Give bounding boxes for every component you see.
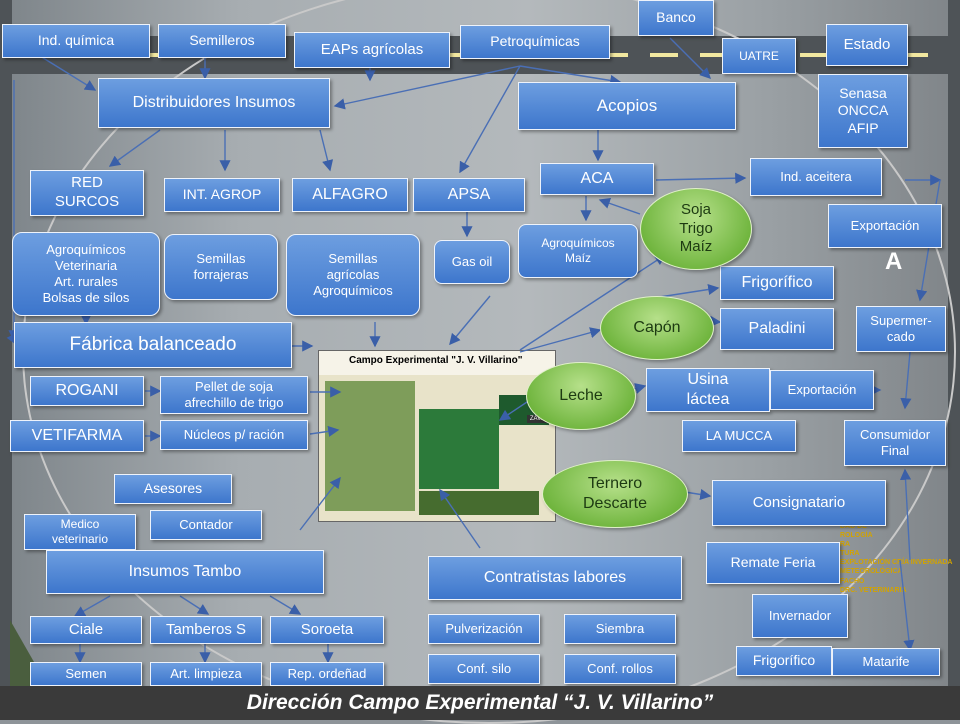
node-remate-feria: Remate Feria (706, 542, 840, 584)
arrow (459, 65, 521, 174)
node-frigorifico-1: Frigorífico (720, 266, 834, 300)
node-exportacion-1: Exportación (828, 204, 942, 248)
node-banco: Banco (638, 0, 714, 36)
arrow (519, 65, 622, 86)
oval-ternero-descarte: Ternero Descarte (542, 460, 688, 528)
node-art-limpieza: Art. limpieza (150, 662, 262, 686)
node-asesores: Asesores (114, 474, 232, 504)
node-agroquimicos-veterinaria: Agroquímicos Veterinaria Art. rurales Bo… (12, 232, 160, 316)
node-contratistas-labores: Contratistas labores (428, 556, 682, 600)
map-field-2 (419, 409, 499, 489)
side-letter: A (885, 248, 903, 275)
node-soroeta: Soroeta (270, 616, 384, 644)
node-int-agrop: INT. AGROP (164, 178, 280, 212)
arrow (598, 197, 641, 215)
node-semilleros: Semilleros (158, 24, 286, 58)
node-vetifarma: VETIFARMA (10, 420, 144, 452)
arrow (519, 254, 667, 351)
arrow (439, 488, 481, 549)
node-exportacion-2: Exportación (770, 370, 874, 410)
node-estado: Estado (826, 24, 908, 66)
node-uatre: UATRE (722, 38, 796, 74)
node-medico-veterinario: Medico veterinario (24, 514, 136, 550)
oval-leche: Leche (526, 362, 636, 430)
node-conf-rollos: Conf. rollos (564, 654, 676, 684)
node-agroquimicos-maiz: Agroquímicos Maíz (518, 224, 638, 278)
node-red-surcos: RED SURCOS (30, 170, 144, 216)
arrow (73, 595, 111, 617)
arrow (449, 295, 491, 346)
node-ind-aceitera: Ind. aceitera (750, 158, 882, 196)
node-rep-ordenad: Rep. ordeñad (270, 662, 384, 686)
oval-capon: Capón (600, 296, 714, 360)
map-field-1 (325, 381, 415, 511)
page-title: Dirección Campo Experimental “J. V. Vill… (246, 691, 714, 714)
map-field-4 (419, 491, 539, 515)
arrow (899, 468, 912, 561)
node-frigorifico-2: Frigorífico (736, 646, 832, 676)
arrow (684, 488, 712, 500)
node-pellet-soja: Pellet de soja afrechillo de trigo (160, 376, 308, 414)
footer-bar: Dirección Campo Experimental “J. V. Vill… (0, 686, 960, 720)
node-consumidor-final: Consumidor Final (844, 420, 946, 466)
node-petroquimicas: Petroquímicas (460, 25, 610, 59)
arrow (519, 327, 602, 353)
node-aca: ACA (540, 163, 654, 195)
campo-map-image: Campo Experimental "J. V. Villarino" ZAV… (318, 350, 556, 522)
oval-soja-trigo-maiz: Soja Trigo Maíz (640, 188, 752, 270)
node-insumos-tambo: Insumos Tambo (46, 550, 324, 594)
node-ind-quimica: Ind. química (2, 24, 150, 58)
arrow (319, 129, 334, 172)
node-semillas-agricolas: Semillas agrícolas Agroquímicos (286, 234, 420, 316)
arrow (655, 172, 747, 184)
node-acopios: Acopios (518, 82, 736, 130)
arrow (498, 399, 531, 421)
node-nucleos-racion: Núcleos p/ ración (160, 420, 308, 450)
arrow (179, 595, 210, 615)
node-semen: Semen (30, 662, 142, 686)
node-tamberos-s: Tamberos S (150, 616, 262, 644)
node-alfagro: ALFAGRO (292, 178, 408, 212)
node-la-mucca: LA MUCCA (682, 420, 796, 452)
map-title: Campo Experimental "J. V. Villarino" (319, 351, 555, 375)
node-invernador: Invernador (752, 594, 848, 638)
arrow (333, 65, 521, 110)
arrow (108, 129, 161, 167)
node-matarife: Matarife (832, 648, 940, 676)
arrow (309, 425, 340, 437)
arrow (299, 476, 341, 531)
node-supermercado: Supermer- cado (856, 306, 946, 352)
node-fabrica-balanceado: Fábrica balanceado (14, 322, 292, 368)
node-distribuidores-insumos: Distribuidores Insumos (98, 78, 330, 128)
map-tag: ZAVAL (526, 415, 551, 423)
node-consignatario: Consignatario (712, 480, 886, 526)
node-contador: Contador (150, 510, 262, 540)
node-usina-lactea: Usina láctea (646, 368, 770, 412)
arrow (669, 37, 711, 79)
node-ciale: Ciale (30, 616, 142, 644)
node-eaps-agricolas: EAPs agrícolas (294, 32, 450, 68)
arrow (39, 55, 97, 91)
node-gas-oil: Gas oil (434, 240, 510, 284)
node-rogani: ROGANI (30, 376, 144, 406)
node-semillas-forrajeras: Semillas forrajeras (164, 234, 278, 300)
node-apsa: APSA (413, 178, 525, 212)
arrow (269, 595, 302, 615)
road-left (0, 0, 12, 686)
node-conf-silo: Conf. silo (428, 654, 540, 684)
arrow (900, 351, 912, 410)
node-siembra: Siembra (564, 614, 676, 644)
arrow (899, 559, 915, 652)
node-pulverizacion: Pulverización (428, 614, 540, 644)
node-senasa-oncca-afip: Senasa ONCCA AFIP (818, 74, 908, 148)
node-paladini: Paladini (720, 308, 834, 350)
